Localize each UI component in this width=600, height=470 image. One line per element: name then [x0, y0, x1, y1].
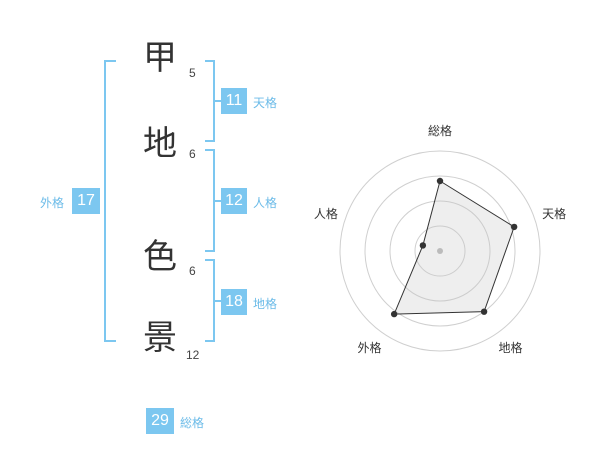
- tenkaku-label: 天格: [253, 96, 278, 110]
- gaikaku-label: 外格: [40, 196, 65, 210]
- chikaku-label: 地格: [253, 297, 278, 311]
- radar-axis-label-1: 総格: [428, 123, 452, 138]
- radar-point-3: [480, 308, 488, 315]
- radar-grid-ring: [339, 150, 541, 352]
- radar-axis-label-2: 天格: [542, 206, 566, 221]
- chikaku-value: 18: [221, 289, 247, 315]
- radar-grid-ring: [364, 175, 516, 327]
- radar-point-4: [390, 310, 398, 318]
- radar-series-area: [393, 180, 515, 315]
- radar-point-1: [436, 177, 444, 185]
- jinkaku-label: 人格: [253, 196, 278, 210]
- stroke-count-4: 12: [186, 348, 200, 362]
- name-char-2: 地: [143, 124, 177, 164]
- name-char-3: 色: [143, 237, 177, 277]
- name-char-1: 甲: [143, 38, 177, 78]
- soukaku-label: 総格: [180, 416, 205, 430]
- radar-point-5: [419, 242, 427, 249]
- chikaku-connector: [214, 300, 221, 302]
- gaikaku-bracket: [104, 60, 116, 342]
- radar-axis-label-5: 人格: [314, 206, 338, 221]
- tenkaku-value: 11: [221, 88, 247, 114]
- radar-point-2: [510, 223, 518, 231]
- radar-center-dot: [437, 248, 443, 254]
- tenkaku-connector: [214, 100, 221, 102]
- radar-axis-label-4: 外格: [357, 340, 381, 355]
- radar-axis-label-3: 地格: [499, 340, 523, 355]
- name-char-4: 景: [143, 318, 177, 358]
- radar-grid-ring: [389, 200, 491, 302]
- stroke-count-2: 6: [189, 147, 196, 161]
- stroke-count-1: 5: [189, 66, 196, 80]
- stroke-count-3: 6: [189, 264, 196, 278]
- gaikaku-value: 17: [72, 188, 100, 214]
- soukaku-value: 29: [146, 408, 174, 434]
- jinkaku-value: 12: [221, 188, 247, 214]
- jinkaku-connector: [214, 200, 221, 202]
- radar-grid-ring: [414, 225, 466, 277]
